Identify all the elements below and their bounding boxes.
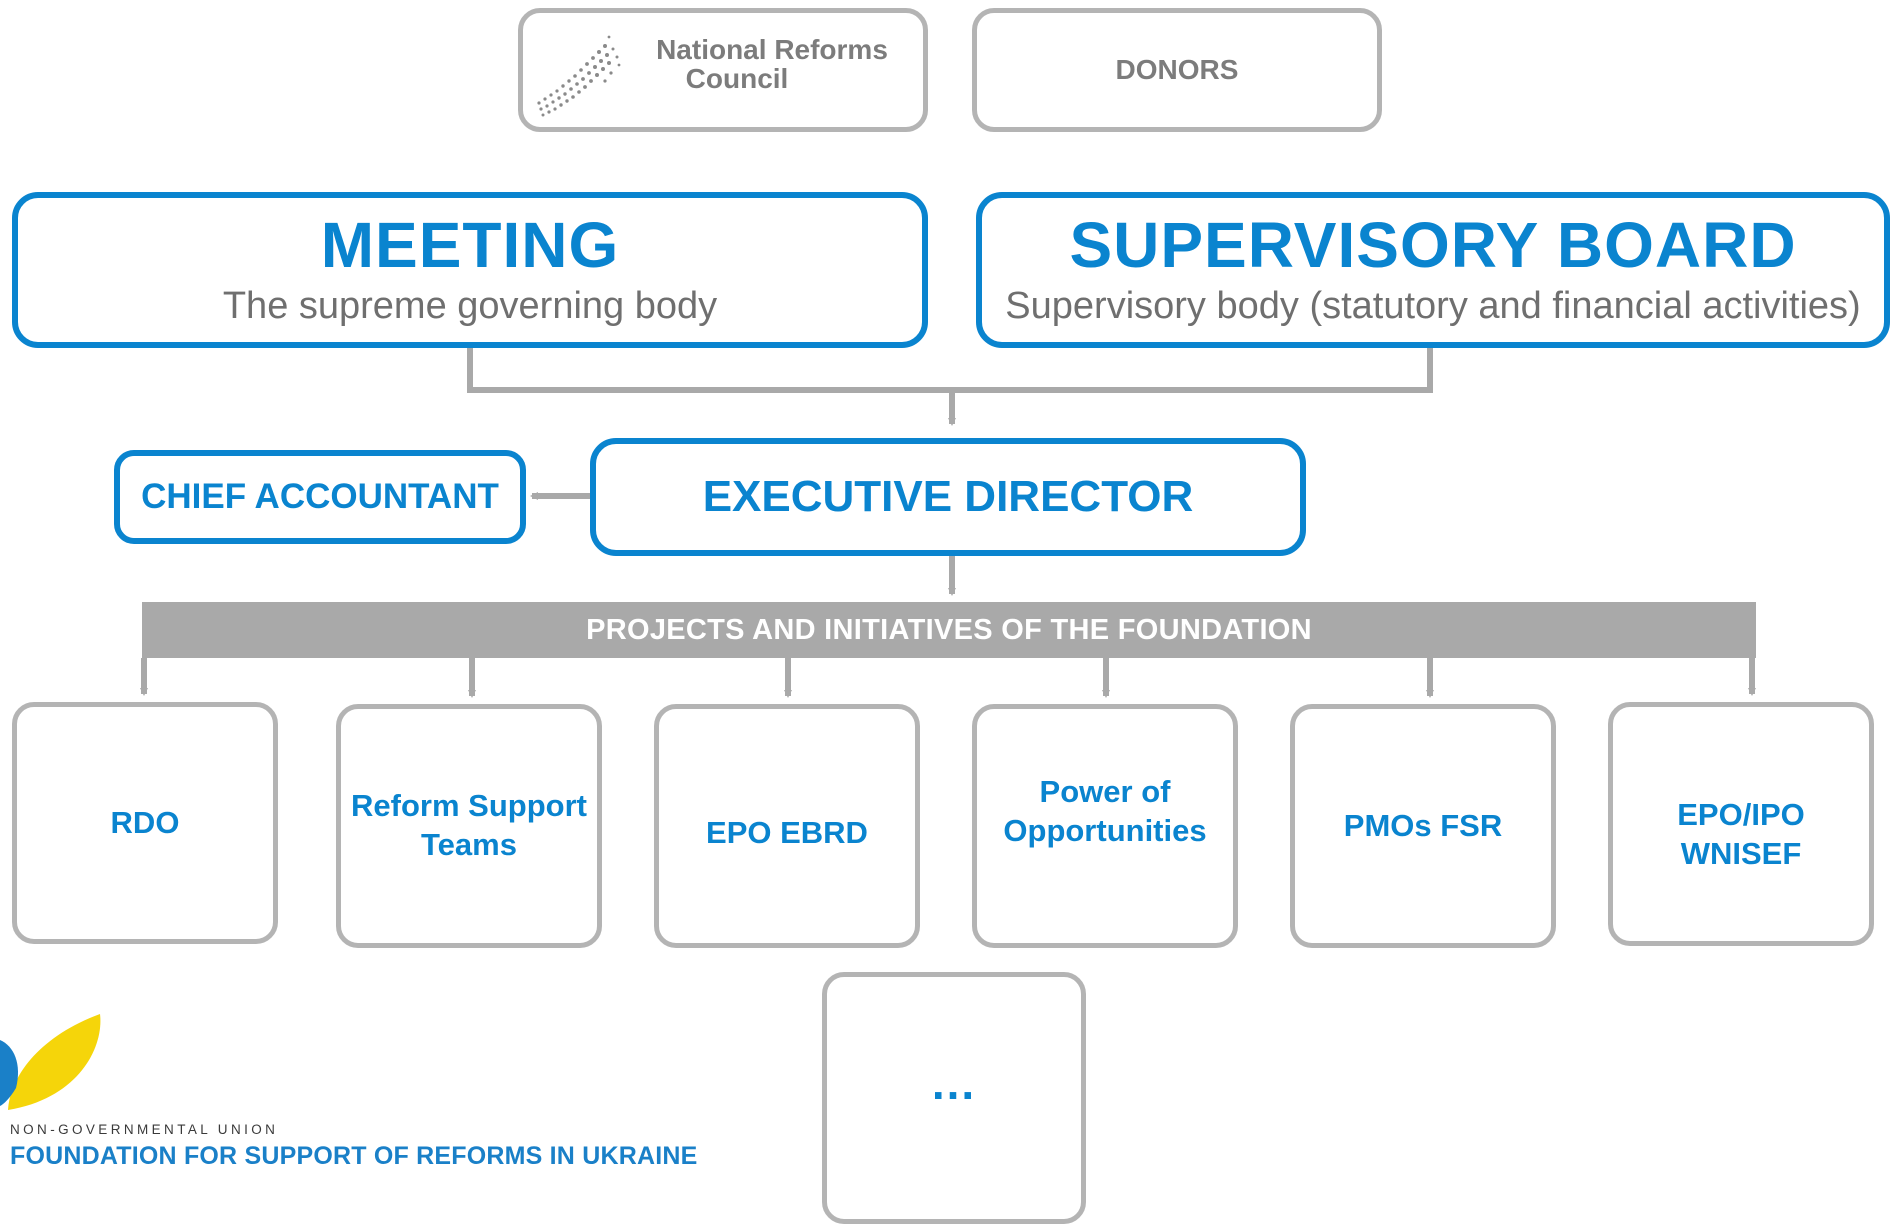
projects-bar-label: PROJECTS AND INITIATIVES OF THE FOUNDATI… bbox=[586, 613, 1312, 646]
project-label-line1: EPO EBRD bbox=[706, 814, 868, 850]
meeting-title: MEETING bbox=[320, 208, 620, 281]
logo-name: FOUNDATION FOR SUPPORT OF REFORMS IN UKR… bbox=[10, 1142, 698, 1170]
project-label-line1: Power of bbox=[1039, 774, 1171, 810]
project-box: EPO/IPO WNISEF bbox=[1608, 702, 1874, 946]
national-reforms-council-logo-icon bbox=[537, 35, 621, 117]
donors-label: DONORS bbox=[1115, 54, 1239, 85]
project-box: RDO bbox=[12, 702, 278, 944]
project-box: EPO EBRD bbox=[654, 704, 920, 948]
donors-box: DONORS bbox=[972, 8, 1382, 132]
project-label-line1: RDO bbox=[110, 804, 180, 840]
ellipsis-label: ... bbox=[931, 1057, 977, 1109]
project-label-line1: Reform Support bbox=[351, 788, 587, 824]
chief-accountant-box: CHIEF ACCOUNTANT bbox=[114, 450, 526, 544]
chief-accountant-label: CHIEF ACCOUNTANT bbox=[141, 477, 499, 516]
supervisory-board-subtitle: Supervisory body (statutory and financia… bbox=[1005, 284, 1861, 327]
supervisory-board-title: SUPERVISORY BOARD bbox=[1069, 208, 1797, 281]
project-label-line1: PMOs FSR bbox=[1343, 807, 1503, 843]
project-label-line2: Teams bbox=[421, 827, 517, 862]
foundation-logo-icon bbox=[0, 1014, 101, 1110]
national-reforms-council-box: National Reforms Council bbox=[518, 8, 928, 132]
project-box: Power of Opportunities bbox=[972, 704, 1238, 948]
project-label-line1: EPO/IPO bbox=[1677, 797, 1805, 833]
meeting-box: MEETING The supreme governing body bbox=[12, 192, 928, 348]
more-projects-box: ... bbox=[822, 972, 1086, 1224]
project-box: PMOs FSR bbox=[1290, 704, 1556, 948]
project-box: Reform Support Teams bbox=[336, 704, 602, 948]
nrc-name-line2: Council bbox=[685, 63, 789, 95]
meeting-subtitle: The supreme governing body bbox=[222, 284, 718, 327]
executive-director-label: EXECUTIVE DIRECTOR bbox=[702, 472, 1194, 521]
nrc-name-line1: National Reforms bbox=[656, 34, 888, 65]
project-label-line2: WNISEF bbox=[1680, 836, 1802, 871]
logo-subtitle: NON-GOVERNMENTAL UNION bbox=[10, 1122, 279, 1137]
executive-director-box: EXECUTIVE DIRECTOR bbox=[590, 438, 1306, 556]
meeting-board-joiner bbox=[467, 348, 1433, 393]
supervisory-board-box: SUPERVISORY BOARD Supervisory body (stat… bbox=[976, 192, 1890, 348]
projects-bar: PROJECTS AND INITIATIVES OF THE FOUNDATI… bbox=[142, 602, 1756, 658]
project-label-line2: Opportunities bbox=[1003, 813, 1207, 848]
